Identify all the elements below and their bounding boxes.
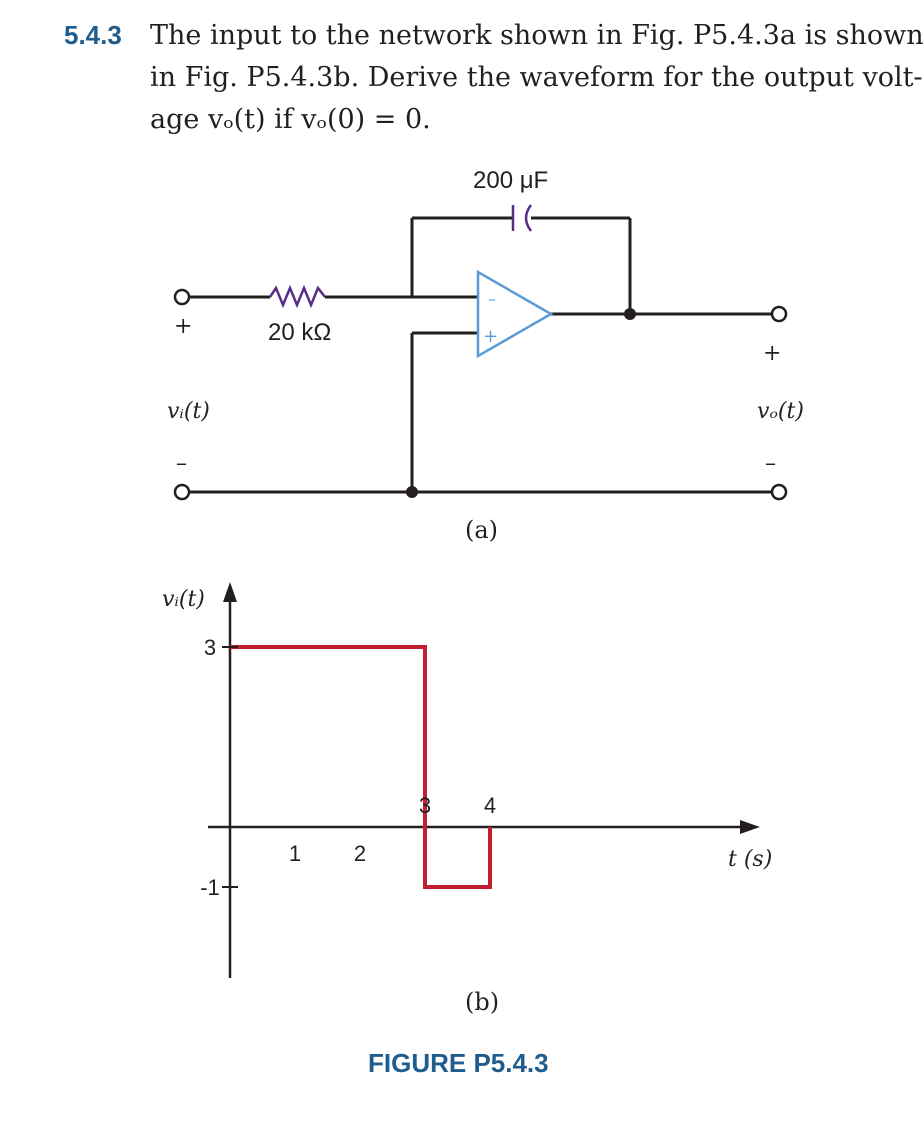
op-amp-plus-sign: + [483, 326, 498, 347]
op-amp-triangle [476, 269, 554, 359]
x-tick-label-1: 1 [289, 841, 301, 866]
capacitor-label: 200 μF [473, 167, 548, 194]
op-amp-minus-sign: – [488, 289, 496, 308]
voltage-axis-arrowhead [223, 582, 237, 602]
input-terminal-top [173, 288, 191, 306]
y-axis-label: vᵢ(t) [162, 587, 205, 612]
problem-number: 5.4.3 [64, 20, 122, 50]
waveform-trace [230, 645, 492, 889]
problem-text-line-2: in Fig. P5.4.3b. Derive the waveform for… [150, 62, 923, 93]
problem-text-line-1: The input to the network shown in Fig. P… [150, 20, 924, 51]
input-voltage-label: vᵢ(t) [167, 399, 210, 424]
op-amp: – + [476, 269, 554, 359]
figure-canvas: – + 200 μF 20 kΩ + vᵢ(t) – + vₒ(t) – (a)… [162, 167, 804, 1016]
output-plus-label: + [763, 341, 781, 366]
problem-statement: 5.4.3 The input to the network shown in … [0, 0, 924, 160]
x-axis-label: t (s) [728, 847, 772, 872]
problem-text-line-3: age vₒ(t) if vₒ(0) = 0. [150, 104, 431, 135]
output-terminal-top [770, 305, 788, 323]
x-tick-label-2: 2 [354, 841, 366, 866]
output-voltage-label: vₒ(t) [757, 399, 804, 424]
time-axis-arrowhead [740, 820, 760, 834]
ground-junction-dot [406, 486, 418, 498]
figure-caption: FIGURE P5.4.3 [368, 1048, 549, 1078]
resistor-symbol [268, 284, 326, 309]
y-tick-label-3: 3 [204, 635, 216, 660]
x-tick-label-3: 3 [419, 793, 431, 818]
output-terminal-bottom [770, 483, 788, 501]
y-tick-label--1: -1 [200, 875, 220, 900]
resistor-label: 20 kΩ [268, 319, 331, 346]
output-junction-dot [624, 308, 636, 320]
input-terminal-bottom [173, 483, 191, 501]
input-minus-label: – [176, 451, 187, 476]
capacitor-plate-2 [524, 204, 533, 232]
output-minus-label: – [765, 451, 776, 476]
input-waveform-chart: 1 2 3 4 3 -1 vᵢ(t) t (s) [162, 582, 772, 978]
input-plus-label: + [174, 314, 192, 339]
terminals [173, 288, 788, 501]
subfigure-b-label: (b) [465, 988, 499, 1016]
subfigure-a-label: (a) [465, 516, 498, 544]
circuit-diagram [190, 204, 772, 494]
axis-ticks: 1 2 3 4 3 -1 [200, 635, 496, 900]
x-tick-label-4: 4 [484, 793, 496, 818]
